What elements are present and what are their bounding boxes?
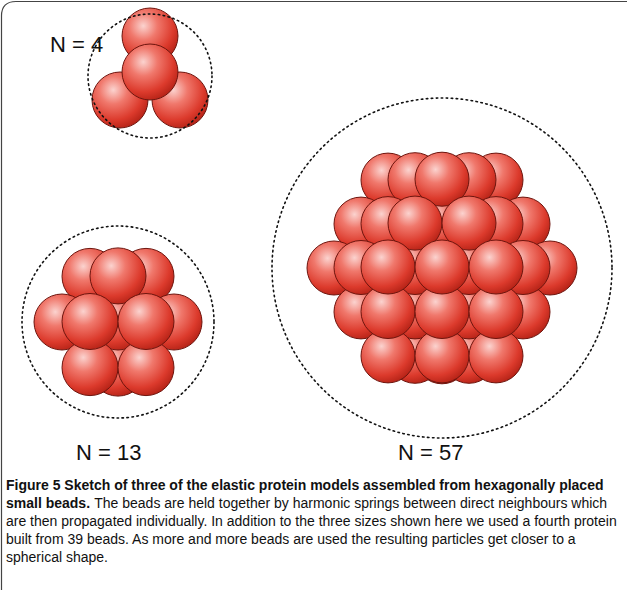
bead [118,295,174,351]
size-label: N = 57 [398,440,463,466]
bead [62,295,118,351]
bead [415,240,469,294]
bead [62,294,118,350]
bead [118,294,174,350]
bead [469,240,523,294]
outline-circle [22,226,214,418]
bead [122,44,178,100]
caption-text: The beads are held together by harmonic … [6,495,617,565]
outline-circle [272,98,612,438]
outline-circles [22,14,612,438]
size-label: N = 4 [50,32,103,58]
figure-caption: Figure 5 Sketch of three of the elastic … [6,476,618,566]
bead-group [34,8,577,396]
bead [361,241,415,295]
bead [415,241,469,295]
bead [469,241,523,295]
outline-circle [88,14,212,138]
size-label: N = 13 [76,440,141,466]
bead [361,240,415,294]
